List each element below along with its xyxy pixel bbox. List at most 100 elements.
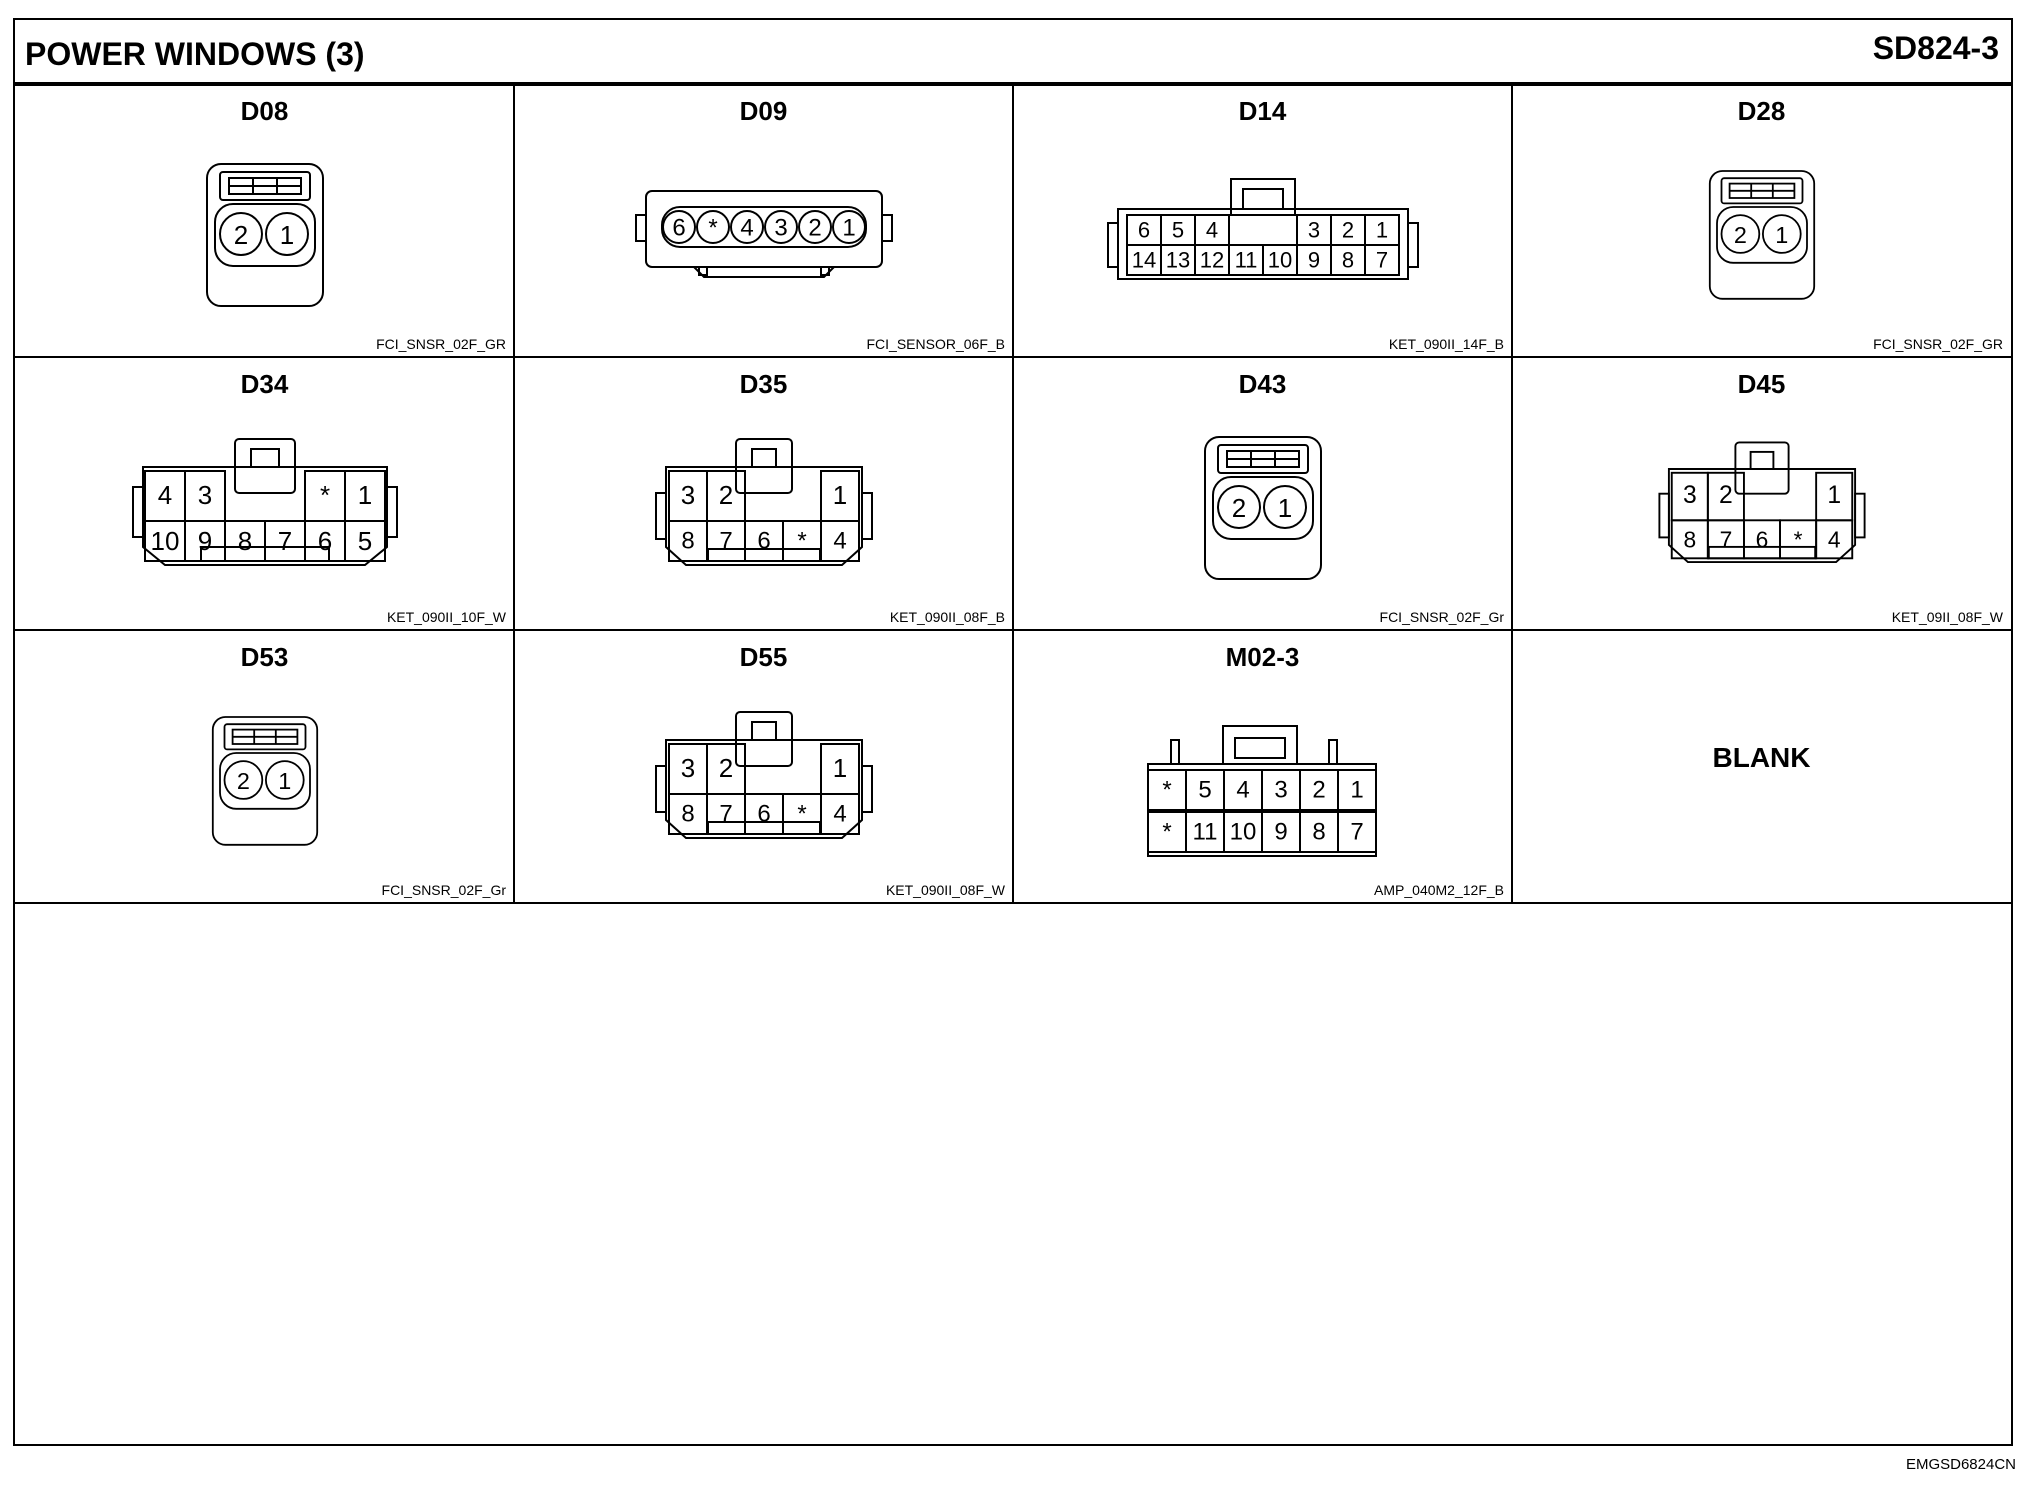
pin-number: 4: [833, 528, 846, 555]
pin-number: 4: [1828, 526, 1841, 552]
pin-circle: [1263, 485, 1307, 529]
pin-number: 10: [151, 526, 180, 556]
part-number: FCI_SENSOR_06F_B: [866, 336, 1006, 352]
connector-outline: [1728, 182, 1796, 199]
pin-number: 2: [1312, 777, 1325, 804]
connector-outline: [386, 486, 398, 538]
connector-outline: [751, 721, 777, 741]
blank-label: BLANK: [1712, 742, 1811, 773]
pin-cell: [820, 793, 860, 835]
connector-label: D45: [1737, 369, 1786, 399]
connector-outline: [1217, 444, 1309, 474]
pin-number: 6: [1138, 218, 1150, 243]
connector-outline: [1212, 476, 1314, 540]
pin-number: *: [708, 215, 717, 242]
pin-circle: [223, 760, 264, 800]
connector-outline: [698, 266, 708, 276]
pin-number: 10: [1230, 819, 1257, 846]
pin-number: 8: [681, 528, 694, 555]
pin-number: 3: [1274, 777, 1287, 804]
part-number: KET_090II_10F_W: [386, 609, 506, 625]
pin-number: 9: [198, 526, 212, 556]
pin-number: 11: [1235, 248, 1258, 273]
pin-number: 7: [1376, 248, 1388, 273]
connector-label: D35: [739, 369, 788, 399]
pin-number: 1: [842, 215, 855, 242]
pin-cell: [1815, 519, 1854, 560]
connector-label: D53: [240, 642, 289, 672]
pin-number: 3: [774, 215, 787, 242]
pin-number: 4: [833, 801, 846, 828]
pin-number: 6: [757, 801, 770, 828]
connector-outline: [1170, 739, 1180, 765]
pin-number: 12: [1200, 248, 1224, 273]
connector-outline: [655, 765, 667, 813]
pin-number: 1: [833, 480, 847, 510]
connector-label: D34: [240, 369, 289, 399]
pin-number: 8: [238, 526, 252, 556]
pin-circle: [1762, 214, 1802, 254]
pin-circle: [1720, 214, 1761, 254]
connector-outline: [1230, 178, 1296, 216]
connector-outline: [693, 266, 835, 278]
pin-number: 1: [1278, 493, 1292, 523]
connector-outline: [1222, 725, 1298, 765]
pin-number: 2: [1342, 218, 1354, 243]
connector-outline: [635, 214, 647, 242]
pin-circle: [1217, 485, 1261, 529]
pin-number: 3: [1308, 218, 1320, 243]
pin-number: 2: [1734, 222, 1747, 248]
pin-number: *: [797, 528, 806, 555]
connector-outline: [223, 723, 307, 751]
pin-number: 6: [672, 215, 685, 242]
connector-outline: [142, 466, 388, 566]
pin-circle: [219, 212, 263, 256]
pin-number: 8: [1342, 248, 1354, 273]
part-number: FCI_SNSR_02F_Gr: [381, 882, 506, 898]
connector-outline: [665, 466, 863, 566]
pin-number: 1: [833, 753, 847, 783]
connector-outline: [1708, 170, 1816, 300]
connector-outline: [1749, 450, 1775, 470]
connector-label: D55: [739, 642, 788, 672]
pin-number: 9: [1308, 248, 1320, 273]
connector-label: D14: [1238, 96, 1287, 126]
pin-cell: [1337, 811, 1377, 853]
connector-outline: [219, 752, 311, 810]
connector-outline: [1720, 177, 1804, 205]
pin-number: 5: [1198, 777, 1211, 804]
pin-number: 2: [1719, 482, 1733, 509]
pin-circle: [798, 210, 832, 244]
pin-number: 14: [1132, 248, 1156, 273]
connector-outline: [214, 203, 316, 267]
connector-outline: [655, 492, 667, 540]
pin-number: 1: [1350, 777, 1363, 804]
connector-outline: [735, 711, 793, 767]
pin-number: 8: [1683, 526, 1696, 552]
pin-circle: [265, 212, 309, 256]
pin-number: 7: [278, 526, 292, 556]
pin-number: *: [1794, 526, 1803, 552]
pin-number: *: [797, 801, 806, 828]
pin-number: 2: [237, 768, 250, 794]
